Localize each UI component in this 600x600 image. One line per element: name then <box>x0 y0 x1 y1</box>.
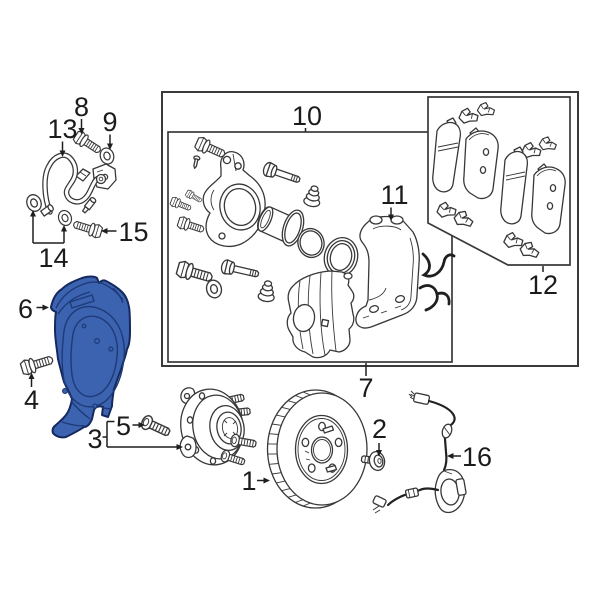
pad-wire-squiggle-1 <box>421 252 456 278</box>
callout-14-label[interactable]: 14 <box>38 243 68 273</box>
caliper-body <box>286 270 355 359</box>
callout-8[interactable]: 8 <box>74 92 89 135</box>
rotor-vane-hatching <box>267 391 311 507</box>
callout-11[interactable]: 11 <box>380 180 409 221</box>
callout-11-label[interactable]: 11 <box>380 180 408 210</box>
hose-end-fitting-left <box>40 204 54 217</box>
brake-hose-core <box>43 153 104 214</box>
sensor-end-pins <box>372 505 381 514</box>
brake-rotor <box>266 389 368 509</box>
washer-14b <box>55 207 75 229</box>
wire-clip <box>404 487 420 499</box>
brake-hose-assembly <box>40 152 117 217</box>
callout-12-label[interactable]: 12 <box>528 270 558 300</box>
callout-2[interactable]: 2 <box>372 414 387 457</box>
brake-pad-outer-left <box>432 117 462 193</box>
callout-12[interactable]: 12 <box>528 266 558 300</box>
callout-9-label[interactable]: 9 <box>102 107 117 137</box>
callout-8-label[interactable]: 8 <box>74 92 89 122</box>
caliper-kit-parts <box>168 135 456 359</box>
bolt-4 <box>19 351 56 377</box>
callout-15[interactable]: 15 <box>101 217 149 247</box>
callout-5-label[interactable]: 5 <box>116 411 131 441</box>
callout-1-label[interactable]: 1 <box>241 466 256 496</box>
callout-3-bracket <box>102 420 115 447</box>
callout-6[interactable]: 6 <box>18 294 49 324</box>
bolt-15 <box>71 217 104 240</box>
hose-end-fitting-mid <box>82 196 97 214</box>
sensor-connector-pins <box>408 390 415 398</box>
callout-1[interactable]: 1 <box>241 466 270 496</box>
callout-4-label[interactable]: 4 <box>24 385 39 415</box>
callout-3[interactable]: 3 <box>87 420 183 455</box>
dust-seal-ring <box>323 237 359 277</box>
sensor-connector-top <box>409 392 431 405</box>
hose-clip-tab <box>75 168 91 182</box>
brake-pad-set <box>432 101 566 259</box>
callouts: 1 2 3 4 5 6 7 8 <box>18 92 558 496</box>
dust-shield-highlighted[interactable] <box>50 275 131 439</box>
brake-pad-inner-left <box>463 127 499 200</box>
callout-4[interactable]: 4 <box>24 372 39 416</box>
caliper-housing <box>202 151 266 248</box>
caliper-bracket <box>355 215 420 329</box>
callout-14[interactable]: 14 <box>30 210 69 273</box>
abs-sensor-assembly <box>372 390 467 514</box>
callout-10-label[interactable]: 10 <box>292 101 322 131</box>
sensor-wire-main <box>427 399 456 472</box>
brake-pad-inner-right <box>531 163 566 235</box>
callout-7-label[interactable]: 7 <box>358 373 373 403</box>
pad-wire-squiggle-2 <box>418 284 451 312</box>
callout-10[interactable]: 10 <box>292 101 322 132</box>
wheel-stud-5 <box>138 413 173 441</box>
hub-assembly <box>179 387 258 469</box>
callout-6-label[interactable]: 6 <box>18 294 33 324</box>
callout-9[interactable]: 9 <box>102 107 118 150</box>
callout-13[interactable]: 13 <box>47 114 78 157</box>
callout-5[interactable]: 5 <box>116 411 145 441</box>
callout-16[interactable]: 16 <box>447 442 492 472</box>
callout-2-label[interactable]: 2 <box>372 414 387 444</box>
hose-banjo-fitting <box>95 173 107 185</box>
callout-13-label[interactable]: 13 <box>47 114 77 144</box>
brake-pad-outer-right <box>500 146 529 225</box>
callout-16-label[interactable]: 16 <box>462 442 492 472</box>
callout-15-label[interactable]: 15 <box>118 217 148 247</box>
callout-7[interactable]: 7 <box>358 363 374 403</box>
sensor-head <box>434 468 467 514</box>
seal-ring-thin <box>297 227 325 259</box>
sensor-connector-end <box>372 495 387 508</box>
callout-3-label[interactable]: 3 <box>87 424 102 454</box>
